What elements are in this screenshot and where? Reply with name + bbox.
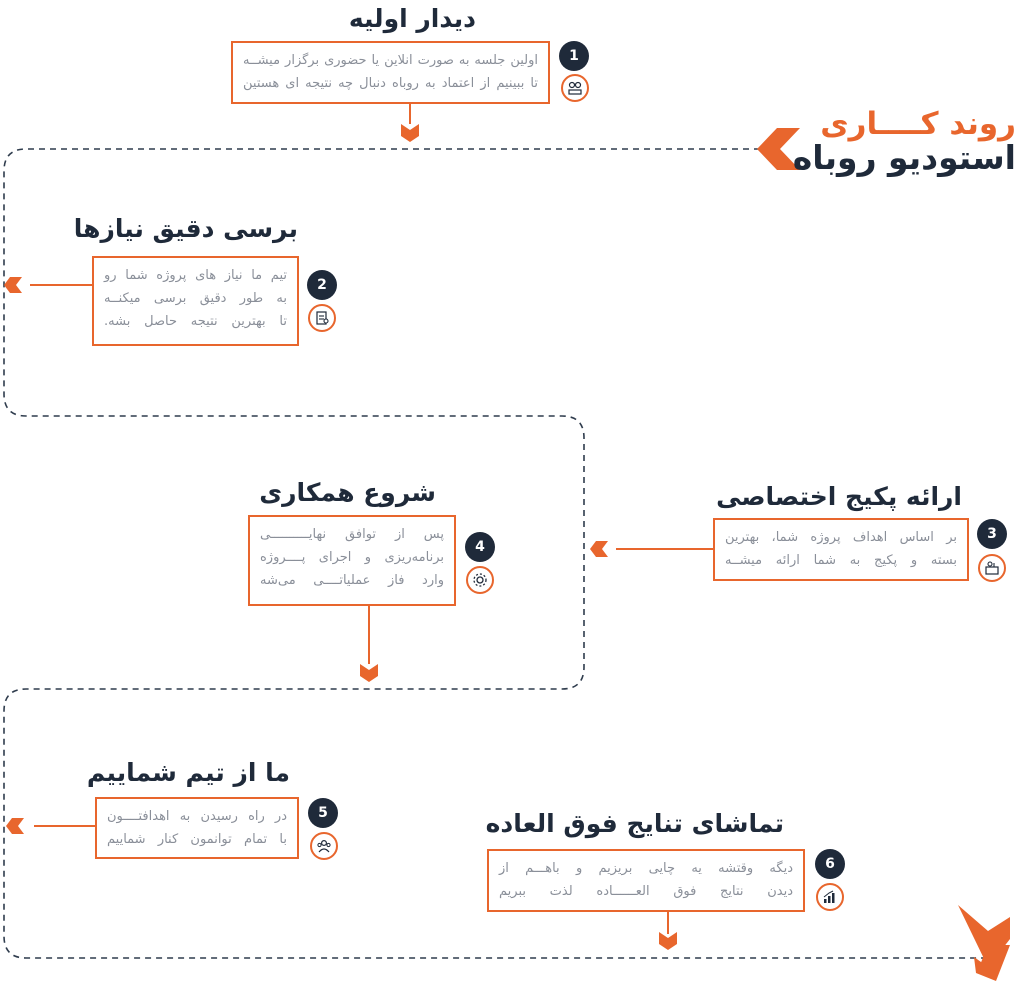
brand-line-2: استودیو روباه (792, 137, 1016, 177)
step-4-line-3: وارد فاز عملیاتــــی می‌شه (260, 573, 444, 588)
down-arrow-marker-2 (360, 664, 378, 682)
step-3-title: ارائه پکیج اختصاصی (716, 482, 962, 511)
step-1-box: اولین جلسه به صورت انلاین یا حضوری برگزا… (231, 41, 550, 104)
step-5-line-2: با تمام توانمون کنار شماییم (107, 832, 287, 847)
step-4-number: 4 (465, 532, 495, 562)
step-2-title: برسی دقیق نیازها (73, 214, 298, 243)
step-2-box: تیم ما نیاز های پروژه شما رو به طور دقیق… (92, 256, 299, 346)
step-4-title: شروع همکاری (259, 478, 436, 507)
step-3-number: 3 (977, 519, 1007, 549)
down-arrow-marker-3 (659, 932, 677, 950)
gear-icon (466, 566, 494, 594)
step-1-title: دیدار اولیه (348, 4, 476, 33)
step-1-line-2: تا ببینیم از اعتماد به روباه دنبال چه نت… (243, 76, 538, 91)
step-5-number: 5 (308, 798, 338, 828)
left-arrow-marker (4, 277, 22, 293)
step-4-line-1: پس از توافق نهایــــــــــی (260, 527, 444, 542)
document-review-icon (308, 304, 336, 332)
step-5-title: ما از تیم شماییم (86, 758, 290, 787)
step-5-line-1: در راه رسیدن به اهدافتــــون (107, 809, 287, 824)
step-4-line-2: برنامه‌ریزی و اجرای پــــروژه (260, 550, 444, 565)
step-2-line-2: به طور دقیق برسی میکنــه (104, 291, 287, 306)
step-1-line-1: اولین جلسه به صورت انلاین یا حضوری برگزا… (243, 53, 538, 68)
step-2-line-3: تا بهترین نتیجه حاصل بشه. (104, 314, 287, 329)
meeting-icon (561, 74, 589, 102)
step-5-box: در راه رسیدن به اهدافتــــون با تمام توا… (95, 797, 299, 859)
brand-line-1: روند کــــاری (820, 106, 1016, 142)
team-icon (310, 832, 338, 860)
step-6-box: دیگه وقتشه یه چایی بریزیم و باهـــم از د… (487, 849, 805, 912)
step-3-box: بر اساس اهداف پروژه شما، بهترین بسته و پ… (713, 518, 969, 581)
left-arrow-marker-3 (6, 818, 24, 834)
brand-heading: روند کــــاری استودیو روباه (793, 108, 1016, 175)
fox-logo (958, 905, 1010, 981)
step-6-line-2: دیدن نتایج فوق العــــــاده لذت ببریم (499, 884, 793, 899)
step-3-line-1: بر اساس اهداف پروژه شما، بهترین (725, 530, 957, 545)
step-2-line-1: تیم ما نیاز های پروژه شما رو (104, 268, 287, 283)
step-2-number: 2 (307, 270, 337, 300)
step-6-number: 6 (815, 849, 845, 879)
growth-chart-icon (816, 883, 844, 911)
step-6-title: تماشای تنایج فوق العاده (485, 809, 784, 838)
brand-chevron (757, 128, 800, 170)
step-3-line-2: بسته و پکیج به شما ارائه میشــه (725, 553, 957, 568)
package-icon (978, 554, 1006, 582)
left-arrow-marker-2 (590, 541, 608, 557)
step-4-box: پس از توافق نهایــــــــــی برنامه‌ریزی … (248, 515, 456, 606)
down-arrow-marker (401, 124, 419, 142)
step-6-line-1: دیگه وقتشه یه چایی بریزیم و باهـــم از (499, 861, 793, 876)
step-1-number: 1 (559, 41, 589, 71)
